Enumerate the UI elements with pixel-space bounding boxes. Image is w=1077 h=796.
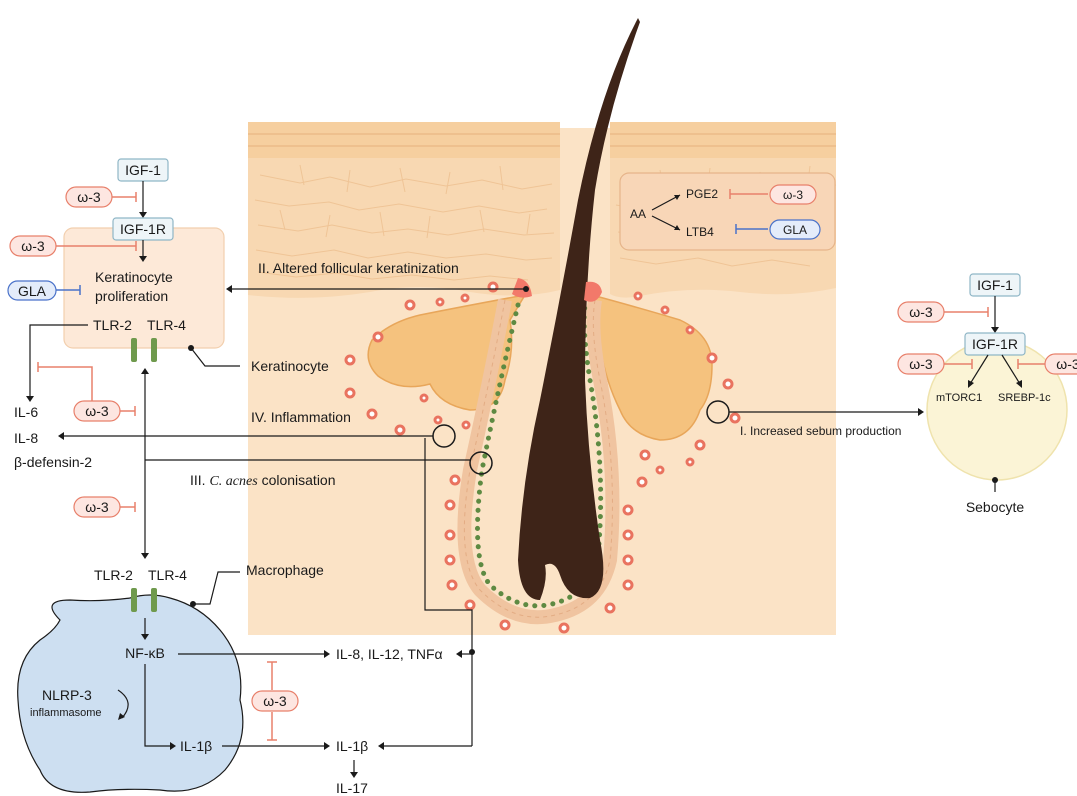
tlr2-label-keratinocyte: TLR-2 bbox=[93, 317, 132, 333]
igf1r-box-left: IGF-1R bbox=[113, 218, 173, 240]
igf1-box-right: IGF-1 bbox=[970, 274, 1020, 296]
igf1-box-left: IGF-1 bbox=[118, 159, 168, 181]
svg-text:ω-3: ω-3 bbox=[1056, 356, 1077, 372]
sebocyte-panel: IGF-1 ω-3 IGF-1R ω-3 ω-3 mTORC1 SREBP-1c… bbox=[898, 274, 1077, 515]
inflammation-label: IV. Inflammation bbox=[251, 409, 351, 425]
svg-text:IGF-1R: IGF-1R bbox=[972, 336, 1018, 352]
omega3-pill-igf1: ω-3 bbox=[66, 187, 112, 207]
omega3-pill-srebp: ω-3 bbox=[1045, 354, 1077, 374]
srebp-label: SREBP-1c bbox=[998, 392, 1051, 404]
beta-defensin-label: β-defensin-2 bbox=[14, 454, 92, 470]
svg-text:IGF-1: IGF-1 bbox=[125, 162, 161, 178]
igf1r-box-right: IGF-1R bbox=[965, 333, 1025, 355]
eicosanoid-box: AA PGE2 LTB4 ω-3 GLA bbox=[620, 173, 835, 250]
svg-text:ω-3: ω-3 bbox=[21, 238, 45, 254]
tlr2-receptor-macrophage bbox=[131, 588, 137, 612]
altered-keratinization-label: II. Altered follicular keratinization bbox=[258, 260, 459, 276]
svg-text:ω-3: ω-3 bbox=[77, 189, 101, 205]
svg-text:ω-3: ω-3 bbox=[909, 304, 933, 320]
omega3-pill-mtorc1: ω-3 bbox=[898, 354, 944, 374]
svg-text:GLA: GLA bbox=[783, 223, 807, 237]
aa-label: AA bbox=[630, 207, 646, 221]
pge2-label: PGE2 bbox=[686, 187, 718, 201]
nfkb-label: NF-κB bbox=[125, 645, 165, 661]
svg-text:GLA: GLA bbox=[18, 283, 47, 299]
increased-sebum-label: I. Increased sebum production bbox=[740, 424, 901, 438]
inflammasome-label: inflammasome bbox=[30, 707, 102, 719]
tlr4-receptor-keratinocyte bbox=[151, 338, 157, 362]
il8-label: IL-8 bbox=[14, 430, 38, 446]
keratinocyte-proliferation-label: Keratinocyte bbox=[95, 269, 173, 285]
svg-text:IGF-1R: IGF-1R bbox=[120, 221, 166, 237]
tlr2-receptor-keratinocyte bbox=[131, 338, 137, 362]
svg-text:ω-3: ω-3 bbox=[263, 693, 287, 709]
omega3-pill-middle: ω-3 bbox=[74, 497, 120, 517]
il17-label: IL-17 bbox=[336, 780, 368, 796]
ltb4-label: LTB4 bbox=[686, 225, 714, 239]
omega3-pill-macrophage: ω-3 bbox=[252, 691, 298, 711]
skin-cross-section bbox=[248, 18, 836, 635]
tlr4-label-keratinocyte: TLR-4 bbox=[147, 317, 186, 333]
tlr4-receptor-macrophage bbox=[151, 588, 157, 612]
cytokines-label: IL-8, IL-12, TNFα bbox=[336, 646, 443, 662]
gla-pill-ltb4: GLA bbox=[770, 220, 820, 239]
svg-text:IGF-1: IGF-1 bbox=[977, 277, 1013, 293]
keratinocyte-label: Keratinocyte bbox=[251, 358, 329, 374]
svg-text:ω-3: ω-3 bbox=[909, 356, 933, 372]
tlr4-label-macrophage: TLR-4 bbox=[148, 567, 187, 583]
svg-text:ω-3: ω-3 bbox=[783, 188, 803, 202]
keratinocyte-proliferation-label-2: proliferation bbox=[95, 288, 168, 304]
svg-text:ω-3: ω-3 bbox=[85, 499, 109, 515]
sebocyte-label: Sebocyte bbox=[966, 499, 1025, 515]
tlr2-label-macrophage: TLR-2 bbox=[94, 567, 133, 583]
colonisation-label: III. C. acnes colonisation bbox=[190, 472, 336, 489]
macrophage-label: Macrophage bbox=[246, 562, 324, 578]
il1b-label-macrophage: IL-1β bbox=[180, 738, 212, 754]
mtorc1-label: mTORC1 bbox=[936, 392, 982, 404]
gla-pill-keratinocyte: GLA bbox=[8, 281, 56, 300]
il6-label: IL-6 bbox=[14, 404, 38, 420]
il1b-label: IL-1β bbox=[336, 738, 368, 754]
omega3-pill-il6: ω-3 bbox=[74, 401, 120, 421]
svg-text:ω-3: ω-3 bbox=[85, 403, 109, 419]
omega3-pill-igf1r: ω-3 bbox=[10, 236, 56, 256]
nlrp3-label: NLRP-3 bbox=[42, 687, 92, 703]
omega3-pill-pge2: ω-3 bbox=[770, 185, 816, 204]
omega3-pill-igf1-right: ω-3 bbox=[898, 302, 944, 322]
